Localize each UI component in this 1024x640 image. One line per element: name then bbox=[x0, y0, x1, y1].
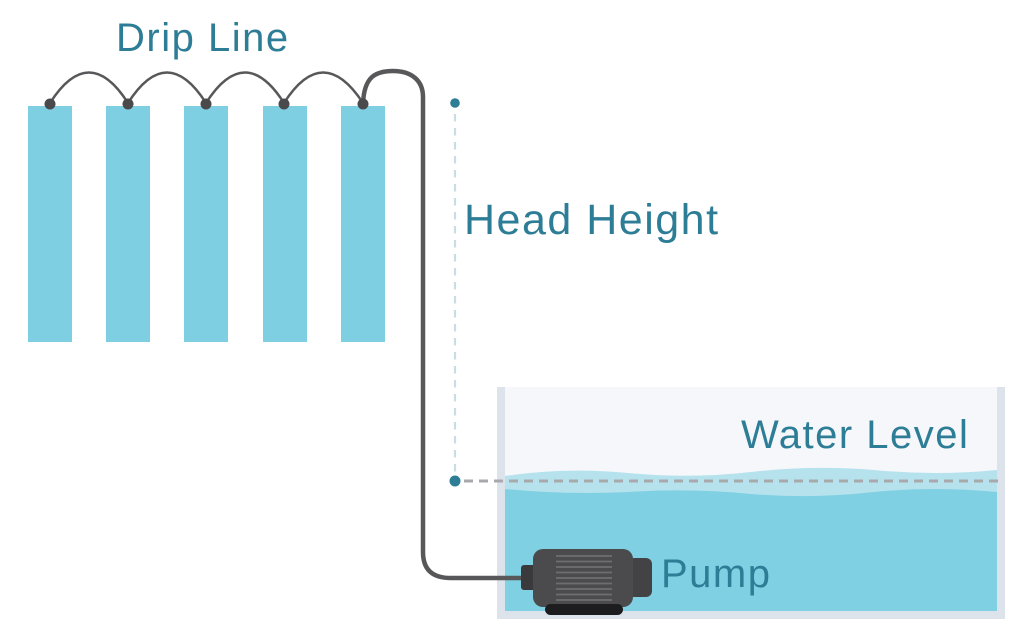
drip-tower bbox=[28, 106, 72, 342]
head-height-top-dot bbox=[450, 98, 460, 108]
drip-line-label: Drip Line bbox=[116, 16, 290, 60]
drip-tower bbox=[184, 106, 228, 342]
head-height-label: Head Height bbox=[464, 196, 720, 244]
tower-dot bbox=[357, 98, 369, 110]
pump-ribs bbox=[556, 555, 612, 601]
feed-tube bbox=[360, 68, 527, 581]
tower-dot bbox=[122, 98, 134, 110]
water-level-label: Water Level bbox=[741, 413, 970, 457]
tower-dot bbox=[278, 98, 290, 110]
tank-wall-right bbox=[997, 387, 1005, 619]
tank-walls bbox=[497, 387, 1005, 619]
tank-wall-left bbox=[497, 387, 505, 619]
drip-line-arcs bbox=[48, 71, 365, 105]
tower-dot bbox=[200, 98, 212, 110]
head-height-guide bbox=[449, 98, 461, 487]
pump-icon bbox=[521, 549, 652, 615]
drip-tower bbox=[341, 106, 385, 342]
tank-wall-bottom bbox=[497, 611, 1005, 619]
drip-line-arc bbox=[126, 71, 208, 105]
drip-line-arc bbox=[282, 71, 365, 105]
pump-base bbox=[545, 604, 623, 615]
pump-label: Pump bbox=[661, 552, 772, 596]
head-height-bottom-dot bbox=[449, 475, 461, 487]
drip-tower bbox=[263, 106, 307, 342]
pump-end-cap bbox=[628, 558, 652, 597]
tower-dot bbox=[44, 98, 56, 110]
drip-tower bbox=[106, 106, 150, 342]
drip-line-arc bbox=[204, 71, 286, 105]
tower-dots bbox=[44, 98, 369, 110]
drip-line-arc bbox=[48, 71, 130, 105]
drip-towers bbox=[28, 106, 385, 342]
